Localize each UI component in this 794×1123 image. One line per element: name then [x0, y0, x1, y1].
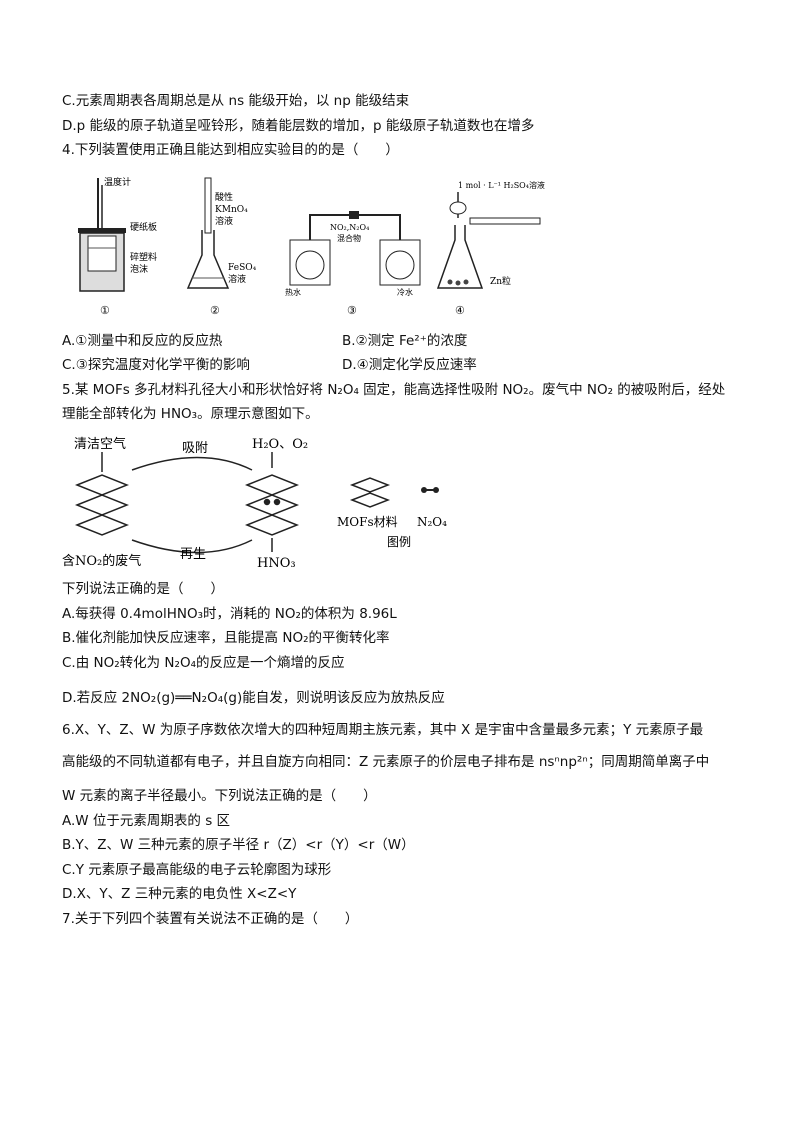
- conical-flask-icon: [186, 230, 230, 289]
- gas-label-2: 混合物: [337, 233, 361, 243]
- q5-option-b: B.催化剂能加快反应速率，且能提高 NO₂的平衡转化率: [62, 630, 390, 646]
- zinc-label: Zn粒: [490, 275, 511, 287]
- figure-number-3: ③: [347, 304, 357, 317]
- flask-label-2: 溶液: [228, 273, 246, 285]
- foam-label-2: 泡沫: [130, 263, 148, 275]
- q5-option-c: C.由 NO₂转化为 N₂O₄的反应是一个熵增的反应: [62, 655, 345, 671]
- q4-option-c: C.③探究温度对化学平衡的影响: [62, 357, 250, 373]
- figure-number-2: ②: [210, 304, 220, 317]
- foam-label-1: 碎塑料: [130, 251, 157, 263]
- syringe-icon: [469, 217, 541, 225]
- q4-stem: 4.下列装置使用正确且能达到相应实验目的的是（ ）: [62, 142, 399, 158]
- flask-right-icon: [385, 250, 415, 280]
- hot-water-label: 热水: [285, 287, 301, 297]
- equilibrium-figure: NO₂,N₂O₄ 混合物 热水 冷水 ③: [285, 211, 421, 317]
- q6-stem-line-3: W 元素的离子半径最小。下列说法正确的是（ ）: [62, 788, 377, 804]
- legend-n2o4-icon: [421, 487, 439, 493]
- calorimeter-figure: 温度计 硬纸板 碎塑料 泡沫 ①: [78, 176, 157, 317]
- clamp-icon: [349, 211, 359, 219]
- q6-option-c: C.Y 元素原子最高能级的电子云轮廓图为球形: [62, 862, 332, 878]
- regen-arrow-icon: [131, 539, 253, 554]
- titration-figure: 酸性 KMnO₄ 溶液 FeSO₄ 溶液 ②: [186, 177, 257, 317]
- legend-n2o4-label: N₂O₄: [417, 515, 447, 529]
- q6-option-a: A.W 位于元素周期表的 s 区: [62, 813, 231, 829]
- acid-label: 1 mol · L⁻¹ H₂SO₄溶液: [458, 180, 545, 190]
- adsorb-label: 吸附: [182, 441, 208, 456]
- reagent-label-3: 溶液: [215, 215, 233, 227]
- flask-left-icon: [295, 250, 325, 280]
- q6-stem-line-1: 6.X、Y、Z、W 为原子序数依次增大的四种短周期主族元素，其中 X 是宇宙中含…: [62, 722, 704, 738]
- mof-lattice-left-icon: [74, 474, 130, 536]
- reagent-label-1: 酸性: [215, 191, 233, 203]
- inner-beaker-icon: [87, 235, 117, 272]
- mof-lattice-right-icon: [244, 474, 300, 536]
- q5-option-a: A.每获得 0.4molHNO₃时，消耗的 NO₂的体积为 8.96L: [62, 606, 397, 622]
- burette-icon: [204, 177, 212, 234]
- q6-option-b: B.Y、Z、W 三种元素的原子半径 r（Z）<r（Y）<r（W）: [62, 837, 415, 853]
- q5-stem-line-1: 5.某 MOFs 多孔材料孔径大小和形状恰好将 N₂O₄ 固定，能高选择性吸附 …: [62, 382, 726, 398]
- q5-question: 下列说法正确的是（ ）: [62, 581, 224, 597]
- product-label: HNO₃: [257, 556, 296, 570]
- mof-diagram: 清洁空气 吸附 H₂O、O₂ 再生 含NO₂的废气 HNO₃ MOFs材料 N₂…: [62, 436, 447, 570]
- q4-option-d: D.④测定化学反应速率: [342, 357, 477, 373]
- flask-label-1: FeSO₄: [228, 263, 257, 273]
- cardboard-label: 硬纸板: [130, 221, 157, 233]
- q7-stem: 7.关于下列四个装置有关说法不正确的是（ ）: [62, 911, 359, 927]
- reagent-label-2: KMnO₄: [215, 205, 248, 215]
- adsorb-arrow-icon: [131, 456, 253, 471]
- regen-label: 再生: [180, 547, 206, 562]
- inputs-label: H₂O、O₂: [252, 437, 308, 452]
- gas-label-1: NO₂,N₂O₄: [330, 223, 369, 232]
- legend-mof-icon: [349, 477, 391, 508]
- q4-option-a: A.①测量中和反应的反应热: [62, 333, 223, 349]
- cold-water-label: 冷水: [397, 287, 413, 297]
- thermometer-label: 温度计: [104, 176, 131, 188]
- q6-option-d: D.X、Y、Z 三种元素的电负性 X<Z<Y: [62, 886, 297, 902]
- clean-air-label: 清洁空气: [74, 436, 126, 452]
- q5-option-d: D.若反应 2NO₂(g)══N₂O₄(g)能自发，则说明该反应为放热反应: [62, 690, 445, 706]
- q5-stem-line-2: 理能全部转化为 HNO₃。原理示意图如下。: [62, 406, 319, 422]
- figure-number-1: ①: [100, 304, 110, 317]
- legend-mof-label: MOFs材料: [337, 515, 398, 529]
- q3-option-c: C.元素周期表各周期总是从 ns 能级开始，以 np 能级结束: [62, 93, 410, 109]
- cardboard-lid-icon: [78, 228, 126, 233]
- q6-stem-line-2: 高能级的不同轨道都有电子，并且自旋方向相同：Z 元素原子的价层电子排布是 nsⁿ…: [62, 754, 710, 770]
- figure-number-4: ④: [455, 304, 465, 317]
- legend-title: 图例: [387, 535, 411, 549]
- q3-option-d: D.p 能级的原子轨道呈哑铃形，随着能层数的增加，p 能级原子轨道数也在增多: [62, 118, 535, 134]
- q4-option-b: B.②测定 Fe²⁺的浓度: [342, 333, 468, 349]
- flask-icon: [436, 225, 484, 289]
- waste-gas-label: 含NO₂的废气: [62, 553, 141, 569]
- reaction-rate-figure: 1 mol · L⁻¹ H₂SO₄溶液 Zn粒 ④: [436, 180, 545, 317]
